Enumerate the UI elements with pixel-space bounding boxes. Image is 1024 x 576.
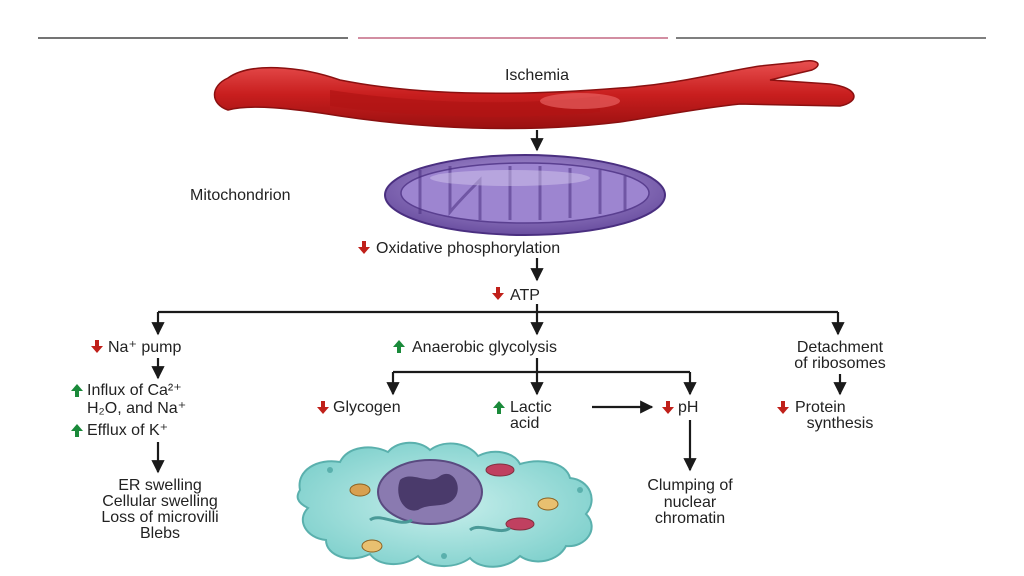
ph-node: pH <box>662 399 698 416</box>
detachment-line: of ribosomes <box>794 355 886 372</box>
decrease-arrow-icon <box>492 287 504 300</box>
mitochondrion-illustration <box>384 154 666 236</box>
decrease-arrow-icon <box>662 401 674 414</box>
acid-label: acid <box>510 415 539 432</box>
ischemia-label: Ischemia <box>505 67 569 84</box>
atp-node: ATP <box>492 287 540 304</box>
efflux-node: Efflux of K⁺ <box>71 422 168 439</box>
influx-node: Influx of Ca²⁺ H₂O, and Na⁺ <box>71 382 186 417</box>
clumping-line: Clumping of <box>647 477 733 494</box>
mitochondrion-label: Mitochondrion <box>190 187 291 204</box>
influx-line1-label: Influx of Ca²⁺ <box>87 382 182 399</box>
na-pump-label: Na⁺ pump <box>108 339 181 356</box>
anaerobic-glycolysis-label: Anaerobic glycolysis <box>412 339 557 356</box>
atp-label: ATP <box>510 287 540 304</box>
detachment-line: Detachment <box>797 339 884 356</box>
decrease-arrow-icon <box>358 241 370 254</box>
decrease-arrow-icon <box>777 401 789 414</box>
blood-vessel-illustration <box>213 59 855 130</box>
ph-label: pH <box>678 399 698 416</box>
clumping-line: chromatin <box>655 510 725 527</box>
atp-branch-connectors <box>151 304 845 336</box>
decrease-arrow-icon <box>91 340 103 353</box>
lactic-label: Lactic <box>510 399 552 416</box>
influx-line2-label: H₂O, and Na⁺ <box>87 400 186 417</box>
swollen-cell-illustration <box>296 441 593 568</box>
glycogen-label: Glycogen <box>333 399 401 416</box>
increase-arrow-icon <box>493 401 505 414</box>
anaerobic-glycolysis-node: Anaerobic glycolysis <box>393 339 557 356</box>
increase-arrow-icon <box>71 384 83 397</box>
protein-synthesis-node: Protein synthesis <box>777 399 873 432</box>
synthesis-label: synthesis <box>807 415 874 432</box>
increase-arrow-icon <box>71 424 83 437</box>
glycolysis-branch-connectors <box>386 358 697 396</box>
oxidative-phosphorylation-label: Oxidative phosphorylation <box>376 240 560 257</box>
clumping-node: Clumping of nuclear chromatin <box>647 477 733 527</box>
outcome-item: ER swelling <box>118 477 202 494</box>
outcome-item: Loss of microvilli <box>101 509 218 526</box>
outcome-item: Blebs <box>140 525 180 542</box>
efflux-label: Efflux of K⁺ <box>87 422 168 439</box>
na-pump-node: Na⁺ pump <box>91 339 181 356</box>
cellular-outcomes-list: ER swelling Cellular swelling Loss of mi… <box>101 477 218 542</box>
increase-arrow-icon <box>393 340 405 353</box>
protein-label: Protein <box>795 399 846 416</box>
lactic-acid-node: Lactic acid <box>493 399 552 432</box>
glycogen-node: Glycogen <box>317 399 401 416</box>
detachment-node: Detachment of ribosomes <box>794 339 886 372</box>
decrease-arrow-icon <box>317 401 329 414</box>
oxidative-phosphorylation-node: Oxidative phosphorylation <box>358 240 560 257</box>
outcome-item: Cellular swelling <box>102 493 218 510</box>
clumping-line: nuclear <box>664 494 717 511</box>
